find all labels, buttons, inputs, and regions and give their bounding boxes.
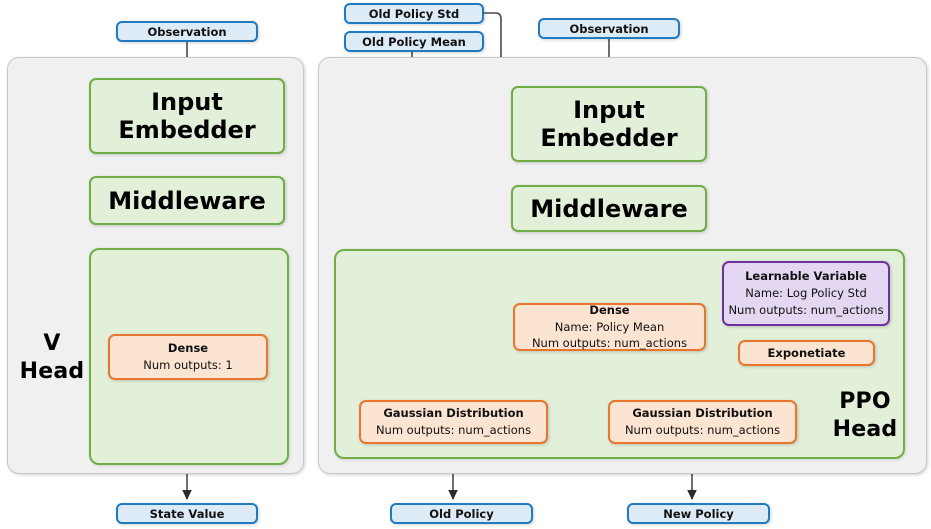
ppo-input-embedder[interactable]: Input Embedder	[511, 86, 707, 162]
ppo-gaussian-old-title: Gaussian Distribution	[383, 406, 524, 421]
ppo-gaussian-new-num-outputs: Num outputs: num_actions	[624, 423, 781, 437]
output-state-value-label: State Value	[149, 506, 225, 521]
ppo-middleware-label: Middleware	[530, 194, 688, 223]
v-dense-num-outputs: Num outputs: 1	[143, 358, 233, 372]
ppo-middleware[interactable]: Middleware	[511, 185, 707, 232]
output-old-policy[interactable]: Old Policy	[390, 503, 533, 524]
ppo-dense-name: Name: Policy Mean	[554, 319, 665, 334]
ppo-learnable-variable-num-outputs: Num outputs: num_actions	[728, 302, 884, 317]
ppo-exponetiate-title: Exponetiate	[767, 345, 846, 360]
ppo-gaussian-old-node[interactable]: Gaussian Distribution Num outputs: num_a…	[359, 400, 548, 444]
ppo-head-label-line2: Head	[832, 416, 898, 442]
input-old-policy-mean[interactable]: Old Policy Mean	[344, 31, 484, 52]
input-observation-v-label: Observation	[147, 24, 227, 39]
ppo-gaussian-new-node[interactable]: Gaussian Distribution Num outputs: num_a…	[608, 400, 797, 444]
ppo-learnable-variable-node[interactable]: Learnable Variable Name: Log Policy Std …	[722, 261, 890, 326]
v-dense-node[interactable]: Dense Num outputs: 1	[108, 334, 268, 380]
ppo-exponetiate-node[interactable]: Exponetiate	[738, 340, 875, 366]
ppo-dense-policy-mean-node[interactable]: Dense Name: Policy Mean Num outputs: num…	[513, 303, 706, 351]
v-input-embedder[interactable]: Input Embedder	[89, 78, 285, 154]
ppo-gaussian-new-title: Gaussian Distribution	[632, 406, 773, 421]
output-old-policy-label: Old Policy	[429, 506, 494, 521]
input-observation-ppo[interactable]: Observation	[538, 18, 680, 39]
output-new-policy[interactable]: New Policy	[627, 503, 770, 524]
ppo-learnable-variable-title: Learnable Variable	[745, 269, 867, 284]
v-input-embedder-label: Input Embedder	[118, 88, 256, 144]
output-new-policy-label: New Policy	[663, 506, 734, 521]
ppo-head-label-line1: PPO	[839, 389, 891, 414]
v-head-label: V Head	[14, 330, 90, 385]
ppo-learnable-variable-name: Name: Log Policy Std	[745, 286, 867, 301]
input-observation-ppo-label: Observation	[569, 21, 649, 36]
ppo-gaussian-old-num-outputs: Num outputs: num_actions	[375, 423, 532, 437]
v-head-label-line2: Head	[19, 358, 85, 384]
input-old-policy-std-label: Old Policy Std	[368, 6, 460, 21]
ppo-dense-num-outputs: Num outputs: num_actions	[531, 336, 688, 351]
v-head-label-line1: V	[43, 331, 61, 356]
v-dense-title: Dense	[167, 341, 209, 356]
ppo-dense-title: Dense	[589, 303, 630, 317]
output-state-value[interactable]: State Value	[116, 503, 258, 524]
input-observation-v[interactable]: Observation	[116, 21, 258, 42]
input-old-policy-std[interactable]: Old Policy Std	[344, 3, 484, 24]
ppo-input-embedder-label: Input Embedder	[540, 96, 678, 152]
ppo-head-label: PPO Head	[825, 388, 905, 443]
v-middleware[interactable]: Middleware	[89, 176, 285, 225]
v-middleware-label: Middleware	[108, 186, 266, 215]
input-old-policy-mean-label: Old Policy Mean	[362, 34, 466, 49]
